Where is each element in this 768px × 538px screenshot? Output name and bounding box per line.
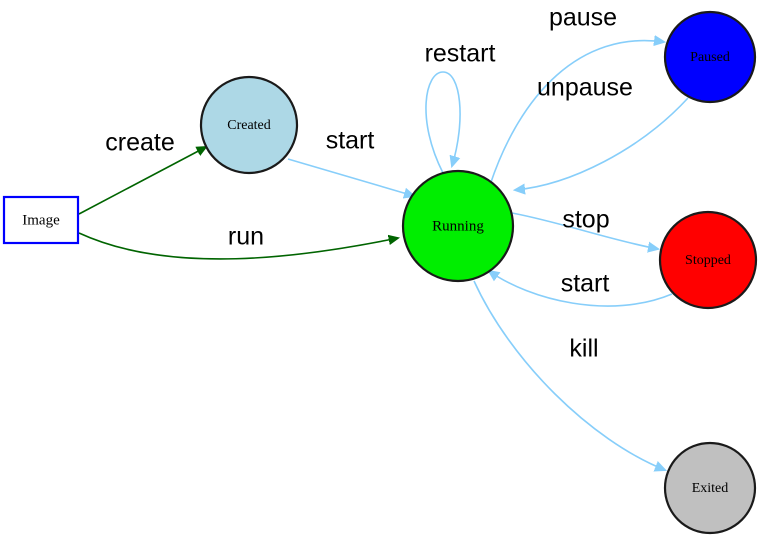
node-paused[interactable]: Paused: [663, 10, 757, 104]
edge-label-restart: restart: [425, 40, 496, 68]
node-created-label: Created: [227, 118, 271, 133]
edge-start-created-running[interactable]: [287, 158, 414, 196]
edge-label-pause: pause: [549, 4, 617, 32]
node-exited[interactable]: Exited: [663, 441, 757, 535]
edges-layer: [78, 41, 689, 470]
node-stopped[interactable]: Stopped: [658, 210, 758, 310]
edge-run[interactable]: [78, 232, 398, 260]
node-stopped-label: Stopped: [685, 253, 731, 268]
edge-labels-layer: create run start restart pause unpause s…: [105, 4, 633, 363]
edge-label-start-created-running: start: [326, 127, 375, 155]
edge-label-run: run: [228, 223, 264, 251]
edge-stop[interactable]: [511, 212, 658, 249]
node-running[interactable]: Running: [401, 169, 515, 283]
edge-restart[interactable]: [425, 71, 461, 174]
edge-label-kill: kill: [569, 335, 598, 363]
node-image-label: Image: [22, 212, 60, 228]
node-created[interactable]: Created: [199, 75, 299, 175]
edge-kill[interactable]: [473, 280, 665, 470]
edge-start-stopped-running[interactable]: [489, 271, 673, 307]
edge-label-start-stopped-running: start: [561, 270, 610, 298]
edge-unpause[interactable]: [515, 97, 689, 190]
nodes-layer: Image Created Running Paused Stopped: [2, 10, 758, 535]
edge-label-stop: stop: [562, 206, 609, 234]
edge-label-create: create: [105, 129, 174, 157]
node-running-label: Running: [432, 218, 484, 234]
edge-create[interactable]: [78, 147, 206, 215]
edge-label-unpause: unpause: [537, 74, 633, 102]
edge-pause[interactable]: [489, 41, 664, 186]
node-image[interactable]: Image: [2, 195, 80, 245]
node-paused-label: Paused: [690, 50, 730, 65]
node-exited-label: Exited: [692, 481, 729, 496]
